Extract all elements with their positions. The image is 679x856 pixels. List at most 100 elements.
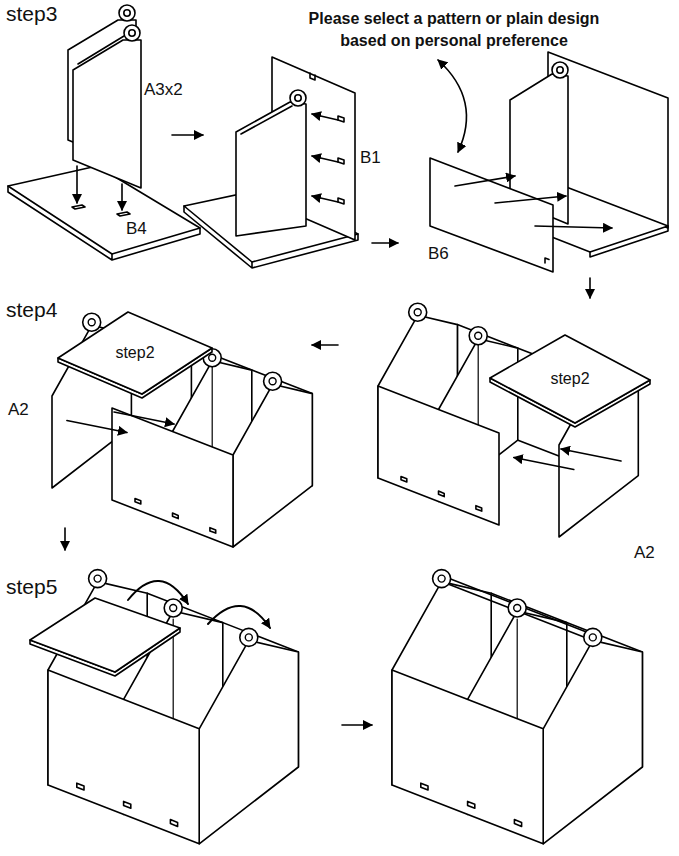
- note-text: Please select a pattern or plain design …: [309, 10, 600, 49]
- handle-ring: [584, 628, 602, 646]
- side-panel: [236, 102, 306, 236]
- step-label: step3: [6, 2, 57, 25]
- handle-hole: [245, 634, 252, 641]
- handle-hole: [589, 634, 596, 641]
- handle-ring: [124, 25, 140, 41]
- tab-slot: [170, 820, 177, 827]
- label-holder: B1: [360, 148, 381, 168]
- label-holder: step2: [550, 370, 589, 388]
- front-panel: [392, 670, 543, 844]
- arrow: [76, 166, 78, 203]
- arrow: [312, 196, 338, 202]
- arrow: [67, 421, 127, 433]
- handle-hole: [438, 575, 445, 582]
- tab-slot: [439, 491, 445, 497]
- flip-arrow: [128, 581, 188, 604]
- arrow: [455, 176, 515, 186]
- end-panel: [233, 384, 312, 547]
- handle-ring: [290, 90, 306, 106]
- label-holder: Please select a pattern or plain design …: [293, 8, 615, 52]
- handle-hole: [295, 95, 301, 101]
- arrow: [312, 156, 338, 162]
- base-edge: [590, 226, 668, 257]
- label-holder: A2: [8, 400, 29, 420]
- handle-hole: [94, 575, 101, 582]
- tab-slot: [210, 528, 216, 533]
- handle-ring: [433, 570, 451, 588]
- handle-hole: [209, 354, 216, 361]
- step-label: B4: [126, 219, 147, 238]
- base-edge: [8, 186, 200, 260]
- arrow: [561, 449, 621, 461]
- handle-rod: [442, 582, 593, 641]
- handle-ring: [240, 628, 258, 646]
- step-arrow: [64, 528, 66, 550]
- handle-ring: [89, 570, 107, 588]
- handle-hole: [475, 332, 482, 339]
- tab-slot: [514, 820, 521, 827]
- label-holder: step4: [6, 298, 57, 322]
- tab-slot: [77, 783, 84, 790]
- handle-ring: [409, 303, 427, 321]
- tab-slot: [124, 801, 131, 808]
- label-holder: B4: [126, 219, 147, 239]
- handle-ring: [264, 372, 282, 390]
- tab-slot: [173, 513, 179, 519]
- handle-ring: [469, 327, 487, 345]
- arrow: [495, 196, 566, 203]
- lid-board: [490, 335, 650, 423]
- handle-hole: [129, 30, 135, 36]
- side-panel: [73, 40, 141, 188]
- handle-hole: [414, 309, 421, 316]
- arrow: [535, 226, 612, 228]
- end-panel: [199, 640, 298, 843]
- box-figures: [30, 303, 650, 844]
- lid-board: [30, 598, 180, 672]
- end-panel: [543, 640, 642, 843]
- tab-slot: [135, 499, 141, 504]
- handle-hole: [124, 10, 130, 16]
- step-label: A2: [8, 400, 29, 419]
- label-holder: step2: [115, 344, 154, 362]
- step-label: B6: [428, 244, 449, 263]
- handle-hole: [170, 605, 177, 612]
- step-label: A2: [634, 543, 655, 562]
- tab-slot: [476, 506, 482, 511]
- label-holder: B6: [428, 244, 449, 264]
- arrow: [121, 184, 123, 210]
- tab-slot: [421, 783, 428, 790]
- arrow: [312, 114, 338, 120]
- front-panel: [48, 670, 199, 844]
- handle-rod: [442, 576, 593, 635]
- step-arrow: [342, 724, 372, 726]
- handle-hole: [88, 319, 95, 326]
- step-label: step5: [6, 575, 57, 598]
- step-arrow: [172, 134, 203, 136]
- label-holder: step3: [6, 2, 57, 26]
- label-holder: step5: [6, 575, 57, 599]
- handle-ring: [119, 5, 135, 21]
- arrow: [114, 412, 174, 424]
- handle-ring: [164, 599, 182, 617]
- front-panel: [378, 386, 499, 525]
- notch: [310, 73, 315, 80]
- tab-slot: [468, 801, 475, 808]
- step-label: B1: [360, 148, 381, 167]
- step-arrow: [312, 344, 338, 346]
- pointer-arrow: [438, 60, 466, 152]
- label-holder: A2: [634, 543, 655, 563]
- arrow: [514, 458, 574, 470]
- step-arrow: [372, 242, 398, 244]
- handle-ring: [508, 599, 526, 617]
- handle-hole: [514, 605, 521, 612]
- tab-slot: [401, 477, 407, 482]
- slot: [338, 116, 344, 204]
- label-holder: A3x2: [144, 80, 183, 100]
- part-label: step2: [550, 370, 589, 387]
- part-label: step2: [115, 344, 154, 361]
- front-panel: [112, 408, 233, 547]
- step-label: step4: [6, 298, 57, 321]
- lid-board: [58, 312, 212, 394]
- flip-arrow: [208, 606, 270, 628]
